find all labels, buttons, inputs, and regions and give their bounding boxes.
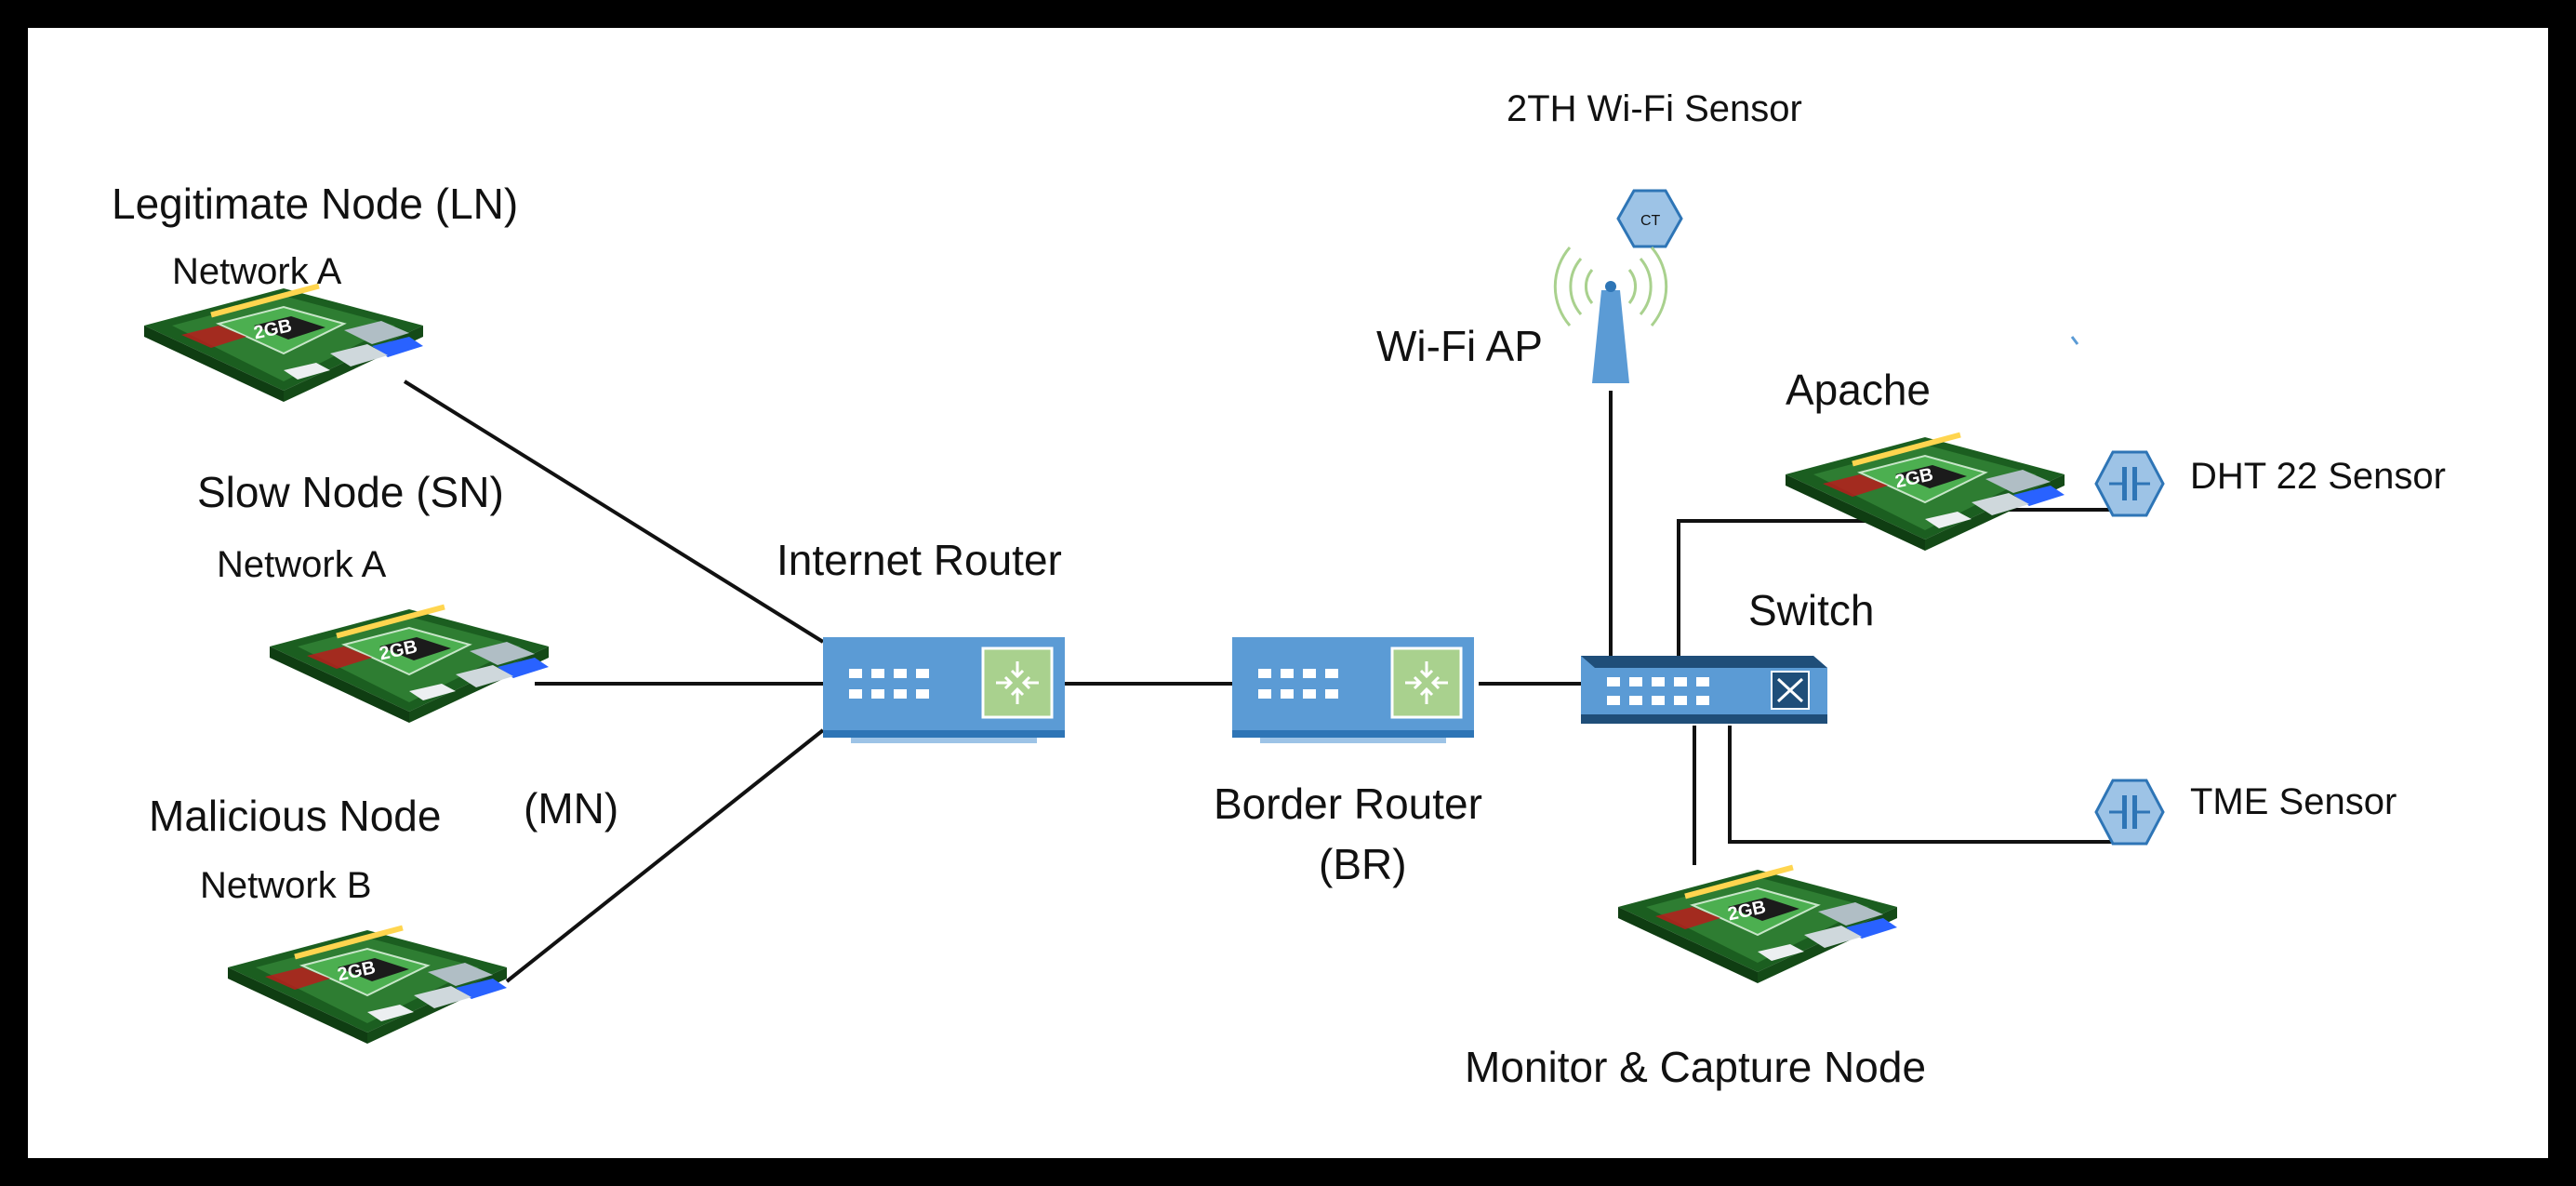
switch-ports-icon bbox=[1607, 677, 1709, 705]
mn-abbr: (MN) bbox=[524, 784, 618, 833]
apache-node: Apache bbox=[1785, 366, 2065, 552]
mn-network: Network B bbox=[200, 865, 372, 906]
wifi-signal-icon bbox=[1553, 247, 1668, 326]
monitor-capture-node: Monitor & Capture Node bbox=[1465, 863, 1926, 1091]
ct-sensor-icon bbox=[1616, 189, 1683, 248]
switch-cross-icon bbox=[1771, 671, 1810, 710]
sn-network: Network A bbox=[217, 544, 387, 585]
internet-router: Internet Router bbox=[777, 536, 1067, 745]
legitimate-node: Legitimate Node (LN) Network A bbox=[112, 180, 518, 403]
dht22-sensor-label: DHT 22 Sensor bbox=[2190, 456, 2446, 497]
border-router: Border Router (BR) bbox=[1214, 635, 1482, 888]
tme-sensor: TME Sensor bbox=[2094, 779, 2397, 846]
apache-label: Apache bbox=[1786, 366, 1931, 414]
tme-sensor-label: TME Sensor bbox=[2190, 781, 2397, 822]
network-switch: Switch bbox=[1581, 586, 1874, 724]
internet-router-label: Internet Router bbox=[777, 536, 1062, 584]
wifi-access-point: Wi-Fi AP bbox=[1376, 247, 1668, 383]
stray-mark bbox=[2070, 336, 2079, 345]
mn-title: Malicious Node bbox=[149, 792, 441, 840]
connection-lines bbox=[403, 380, 2130, 983]
ln-title: Legitimate Node (LN) bbox=[112, 180, 518, 228]
monitor-node-label: Monitor & Capture Node bbox=[1465, 1043, 1926, 1091]
wifi-sensor-badge: CT bbox=[1640, 213, 1661, 229]
antenna-icon bbox=[1592, 290, 1629, 383]
slow-node: Slow Node (SN) Network A bbox=[197, 468, 550, 724]
border-router-abbr: (BR) bbox=[1319, 840, 1407, 888]
border-router-label: Border Router bbox=[1214, 780, 1482, 828]
dht22-sensor: DHT 22 Sensor bbox=[2094, 450, 2446, 517]
sn-title: Slow Node (SN) bbox=[197, 468, 504, 516]
wifi-sensor: 2TH Wi-Fi Sensor CT bbox=[1507, 88, 1802, 248]
switch-label: Switch bbox=[1748, 586, 1874, 634]
malicious-node: Malicious Node (MN) Network B bbox=[149, 784, 618, 1045]
wifi-sensor-label: 2TH Wi-Fi Sensor bbox=[1507, 88, 1802, 129]
wifi-ap-label: Wi-Fi AP bbox=[1376, 322, 1543, 370]
